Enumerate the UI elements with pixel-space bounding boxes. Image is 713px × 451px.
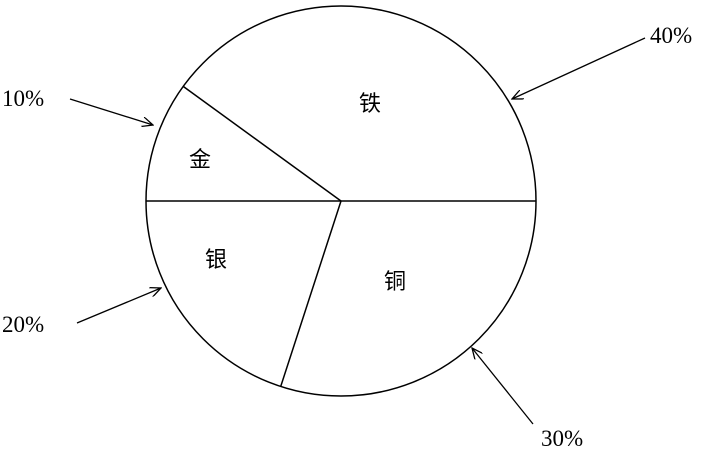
callout-arrow-silver	[76, 288, 161, 324]
slice-label-silver: 银	[205, 248, 227, 273]
percent-label-copper: 30%	[541, 426, 583, 451]
percent-label-gold: 10%	[2, 86, 44, 111]
slice-boundary-1	[182, 85, 342, 202]
slice-boundaries	[146, 85, 536, 387]
slice-label-gold: 金	[189, 148, 211, 173]
callout-arrow-gold	[69, 98, 153, 125]
callout-arrow-iron	[512, 37, 646, 99]
slice-boundary-3	[279, 200, 342, 387]
percent-label-silver: 20%	[2, 312, 44, 337]
slice-label-copper: 铜	[384, 270, 406, 295]
percent-label-iron: 40%	[650, 23, 692, 48]
slice-label-iron: 铁	[359, 92, 381, 117]
callout-arrow-copper	[472, 348, 534, 425]
